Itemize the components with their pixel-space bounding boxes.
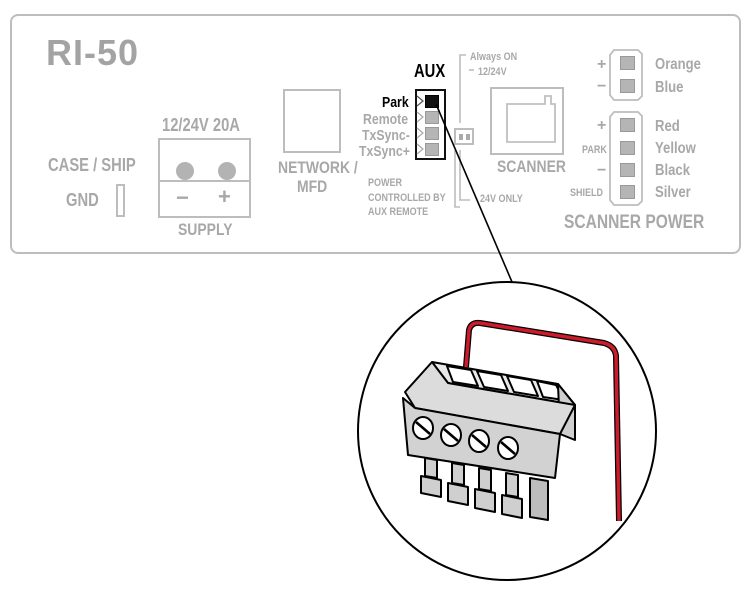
- power-note-line3: AUX REMOTE: [368, 206, 429, 218]
- network-port: [283, 89, 341, 153]
- supply-voltage-label: 12/24V 20A: [162, 115, 240, 135]
- sp-minus: −: [597, 162, 607, 179]
- supply-minus-sign: −: [176, 185, 189, 210]
- supply-plus-hole: [218, 162, 236, 180]
- rj45-port-icon: [506, 95, 556, 143]
- sp-plus: +: [597, 117, 607, 134]
- pluggable-connector-icon: [402, 361, 576, 521]
- wire-blue: Blue: [655, 79, 684, 96]
- aux-title: AUX: [414, 61, 446, 81]
- aux-txsync-plus-pin: [425, 143, 439, 156]
- case-ship-label: CASE / SHIP: [48, 155, 136, 175]
- wire-yellow: Yellow: [655, 140, 696, 157]
- 24v-only-label: 24V ONLY: [480, 193, 523, 205]
- aux-pin-txsync-minus: TxSync-: [362, 127, 410, 144]
- red-pin: [620, 118, 635, 132]
- jumper-block: [454, 128, 474, 145]
- scanner-label: SCANNER: [497, 157, 566, 176]
- network-label-line1: NETWORK /: [278, 158, 358, 177]
- orange-pin: [620, 56, 635, 70]
- aux-pin-remote: Remote: [363, 111, 409, 128]
- silver-pin: [620, 185, 635, 199]
- top-connector-housing: [609, 49, 643, 101]
- black-pin: [620, 163, 635, 177]
- blue-pin: [620, 79, 635, 93]
- yellow-pin: [620, 141, 635, 155]
- sp-park: PARK: [582, 144, 607, 156]
- jumper-bracket-bottom: [459, 150, 470, 201]
- aux-pin-txsync-plus: TxSync+: [359, 143, 410, 160]
- scanner-port: [490, 87, 564, 155]
- device-panel: [10, 14, 741, 254]
- aux-power-bracket: [454, 150, 460, 208]
- wire-red: Red: [655, 118, 680, 135]
- scanner-power-housing: [609, 111, 643, 206]
- aux-txsync-minus-pin: [425, 127, 439, 140]
- always-on-label: Always ON: [470, 51, 518, 63]
- supply-minus-hole: [176, 162, 194, 180]
- gnd-terminal: [116, 184, 125, 217]
- power-note-line1: POWER: [368, 177, 403, 189]
- aux-pin-park: Park: [382, 94, 409, 111]
- aux-remote-pin: [425, 111, 439, 124]
- sp-shield: SHIELD: [570, 187, 604, 199]
- callout-line: [435, 103, 513, 283]
- supply-label: SUPPLY: [178, 220, 233, 239]
- jumper-bracket-top: [459, 54, 466, 123]
- supply-terminal-block: [158, 138, 251, 218]
- supply-plus-sign: +: [218, 184, 231, 209]
- network-label-line2: MFD: [297, 177, 328, 196]
- jumper-voltage-label: 12/24V: [478, 66, 507, 78]
- power-note-line2: CONTROLLED BY: [368, 192, 446, 204]
- wire-black: Black: [655, 162, 691, 179]
- top-conn-plus: +: [597, 56, 607, 73]
- model-title: RI-50: [46, 32, 140, 73]
- top-conn-minus: −: [597, 78, 607, 95]
- wire-orange: Orange: [655, 56, 701, 73]
- scanner-power-title: SCANNER POWER: [564, 212, 705, 233]
- wire-silver: Silver: [655, 184, 691, 201]
- gnd-label: GND: [66, 190, 99, 210]
